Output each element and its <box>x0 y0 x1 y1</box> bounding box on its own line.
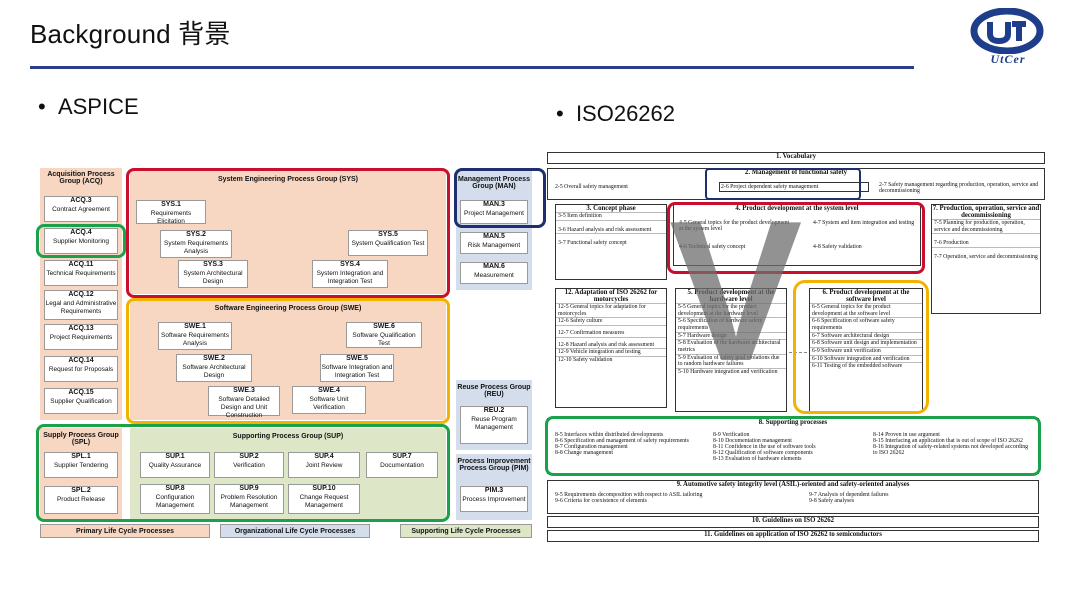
arrow-connector <box>789 352 807 353</box>
part8-highlight <box>545 416 1041 476</box>
iso-part3: 3. Concept phase 3-5 Item definition 3-6… <box>555 204 667 280</box>
page-title: Background 背景 <box>30 19 231 49</box>
utcer-logo: UtCer <box>968 7 1046 68</box>
iso-part7: 7. Production, operation, service and de… <box>931 204 1041 314</box>
bullet-iso-label: ISO26262 <box>575 101 676 126</box>
man-highlight <box>454 168 546 228</box>
iso-4-7: 4-7 System and item integration and test… <box>813 220 915 226</box>
spl-group-title: Supply Process Group (SPL) <box>43 432 119 446</box>
part4-highlight <box>667 202 925 274</box>
iso-part6: 6. Product development at the software l… <box>809 288 923 412</box>
iso26262-diagram: 1. Vocabulary 2. Management of functiona… <box>545 152 1045 542</box>
sys-highlight <box>126 168 450 298</box>
part6-highlight <box>793 280 929 414</box>
acq4-highlight <box>36 224 126 258</box>
iso-4-6: 4-6 Technical safety concept <box>679 244 746 250</box>
iso-part9: 9. Automotive safety integrity level (AS… <box>547 480 1039 514</box>
title-underline <box>30 66 914 69</box>
footer-supporting: Supporting Life Cycle Processes <box>400 524 532 538</box>
iso-2-6: 2-6 Project dependent safety management <box>719 182 869 192</box>
iso-2-5: 2-5 Overall safety management <box>555 184 628 190</box>
sup-group-title: Supporting Process Group (SUP) <box>232 433 344 440</box>
bullet-iso26262: • ISO26262 <box>556 101 676 126</box>
iso-8-col1: 8-5 Interfaces within distributed develo… <box>555 432 689 456</box>
sys-group-title: System Engineering Process Group (SYS) <box>217 176 359 183</box>
acq-group-title: Acquisition Process Group (ACQ) <box>47 171 115 185</box>
man-group-title: Management Process Group (MAN) <box>458 176 530 190</box>
footer-organizational: Organizational Life Cycle Processes <box>220 524 370 538</box>
swe-highlight <box>126 298 450 424</box>
iso-part5: 5. Product development at the hardware l… <box>675 288 787 412</box>
reu-group-title: Reuse Process Group (REU) <box>457 384 531 398</box>
swe-group-title: Software Engineering Process Group (SWE) <box>214 305 362 312</box>
pim-group-title: Process Improvement Process Group (PIM) <box>457 458 531 472</box>
iso-4-5: 4-5 General topics for the product devel… <box>679 220 790 232</box>
iso-2-7: 2-7 Safety management regarding producti… <box>879 182 1039 194</box>
bullet-aspice: • ASPICE <box>38 94 139 119</box>
iso-4-8: 4-8 Safety validation <box>813 244 862 250</box>
footer-primary: Primary Life Cycle Processes <box>40 524 210 538</box>
sys-group: System Engineering Process Group (SYS) S… <box>130 170 446 294</box>
iso-part1: 1. Vocabulary <box>547 152 1045 164</box>
spl-sup-highlight <box>36 424 450 522</box>
part2-highlight <box>705 168 861 200</box>
logo-mark-icon <box>970 7 1044 55</box>
iso-part10: 10. Guidelines on ISO 26262 <box>547 516 1039 528</box>
pim-group: Process Improvement Process Group (PIM) … <box>456 454 532 520</box>
iso-9-left: 9-5 Requirements decomposition with resp… <box>555 492 703 504</box>
iso-part11: 11. Guidelines on application of ISO 262… <box>547 530 1039 542</box>
logo-text: UtCer <box>990 52 1026 66</box>
iso-part4: 4. Product development at the system lev… <box>673 204 921 266</box>
swe-group: Software Engineering Process Group (SWE)… <box>130 300 446 420</box>
iso-part12: 12. Adaptation of ISO 26262 for motorcyc… <box>555 288 667 408</box>
bullet-aspice-label: ASPICE <box>57 94 139 119</box>
